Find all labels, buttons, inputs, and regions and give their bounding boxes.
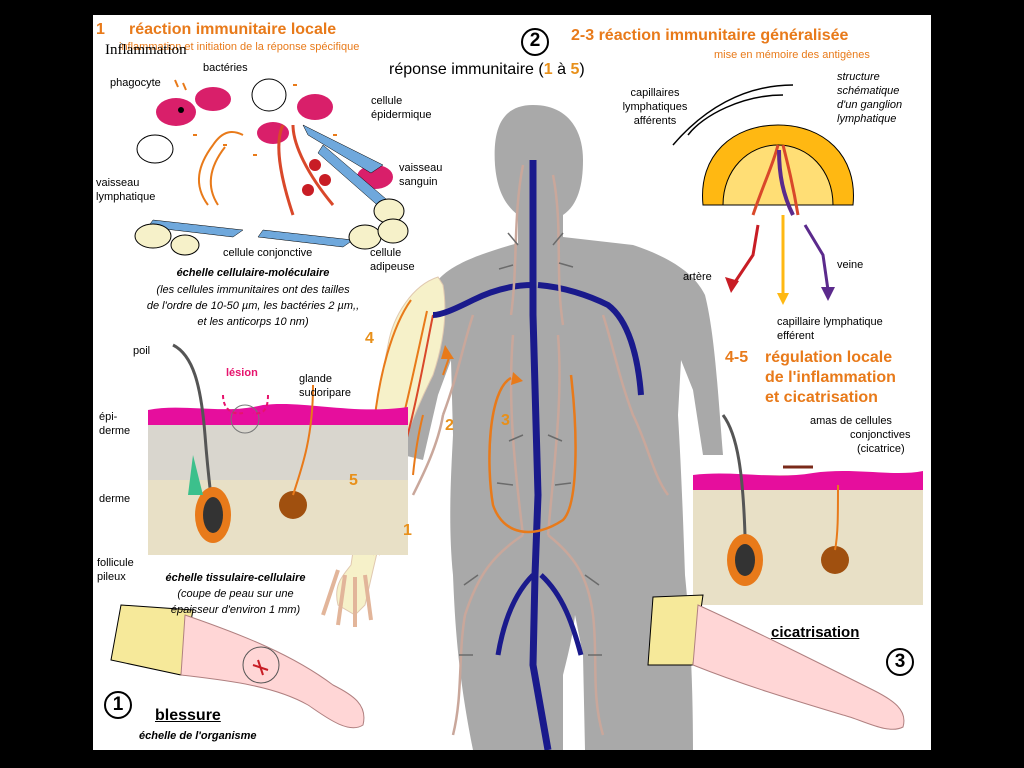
label-cellule-epidermique-2: épidermique: [371, 109, 432, 121]
arrow-label-2: 2: [445, 417, 454, 434]
center-title-b: 5: [570, 61, 580, 78]
label-cellule-epidermique-1: cellule: [371, 95, 403, 107]
label-structure-2: schématique: [837, 85, 900, 97]
label-artere: artère: [683, 271, 712, 283]
cellular-scene: [134, 78, 409, 256]
marker-3: 3: [894, 651, 906, 672]
panel2-subheading: mise en mémoire des antigènes: [714, 49, 870, 61]
label-lesion: lésion: [226, 367, 258, 379]
label-phagocyte: phagocyte: [110, 77, 161, 89]
label-derme: derme: [99, 493, 131, 505]
center-title-prefix: réponse immunitaire (: [389, 61, 544, 78]
label-glande-2: sudoripare: [299, 387, 351, 399]
center-title-suffix: ): [579, 61, 585, 78]
skin-section-3: [693, 414, 923, 605]
label-cicatrisation: cicatrisation: [771, 624, 860, 641]
label-vaisseau-lymphatique-2: lymphatique: [96, 191, 156, 203]
label-afferents-2: lymphatiques: [622, 101, 688, 113]
panel3-heading-3: et cicatrisation: [765, 389, 878, 406]
arm-healed: [647, 594, 905, 730]
cell-scale-note-1: (les cellules immunitaires ont des taill…: [156, 284, 350, 296]
label-amas-2: conjonctives: [850, 429, 911, 441]
label-structure-4: lymphatique: [837, 113, 897, 125]
marker-1: 1: [112, 694, 124, 715]
label-follicule-2: pileux: [97, 571, 126, 583]
center-title-a: 1: [543, 61, 553, 78]
body-silhouette: [403, 105, 723, 750]
tissue-scale-note-2: épaisseur d'environ 1 mm): [170, 604, 301, 616]
panel1-step: 1: [96, 21, 105, 38]
skin-section-1: [148, 343, 408, 555]
cell-scale-note-2: de l'ordre de 10-50 µm, les bactéries 2 …: [146, 300, 360, 312]
label-follicule-1: follicule: [97, 557, 134, 569]
label-vaisseau-lymphatique-1: vaisseau: [96, 177, 140, 189]
diagram-artwork: [104, 28, 923, 750]
label-amas-3: (cicatrice): [857, 443, 905, 455]
lymph-node: [672, 84, 854, 305]
panel3-step: 4-5: [725, 349, 749, 366]
marker-2: 2: [529, 30, 541, 51]
panel1-subheading: inflammation et initiation de la réponse…: [119, 41, 360, 53]
center-title: réponse immunitaire (1 à 5): [389, 61, 585, 79]
label-efferent-1: capillaire lymphatique: [777, 316, 883, 328]
arrow-label-1: 1: [403, 522, 412, 539]
label-blessure: blessure: [155, 707, 221, 724]
label-vaisseau-sanguin-1: vaisseau: [399, 162, 443, 174]
label-veine: veine: [837, 259, 864, 271]
arrow-label-3: 3: [501, 412, 510, 429]
vessel-network: [411, 160, 670, 750]
label-poil: poil: [133, 345, 151, 357]
diagram-canvas: 1 réaction immunitaire locale inflammati…: [93, 15, 931, 750]
label-structure-1: structure: [837, 71, 880, 83]
panel3-heading-2: de l'inflammation: [765, 369, 896, 386]
panel3-heading-1: régulation locale: [765, 349, 893, 366]
arrow-label-4: 4: [365, 330, 374, 347]
label-afferents-1: capillaires: [630, 87, 680, 99]
label-vaisseau-sanguin-2: sanguin: [399, 176, 438, 188]
label-amas-1: amas de cellules: [810, 415, 892, 427]
tissue-scale-note-1: (coupe de peau sur une: [177, 588, 294, 600]
label-cellule-adipeuse-2: adipeuse: [370, 261, 415, 273]
label-structure-3: d'un ganglion: [837, 99, 903, 111]
label-cellule-adipeuse-1: cellule: [370, 247, 402, 259]
label-efferent-2: efférent: [777, 330, 815, 342]
label-bacteries: bactéries: [203, 62, 248, 74]
inflammation-stamp: Inflammation: [105, 42, 187, 58]
arrow-label-5: 5: [349, 472, 358, 489]
label-cellule-conjonctive: cellule conjonctive: [223, 247, 313, 259]
label-glande-1: glande: [299, 373, 333, 385]
organism-scale: échelle de l'organisme: [139, 730, 257, 742]
cell-scale-title: échelle cellulaire-moléculaire: [176, 267, 330, 279]
label-afferents-3: afférents: [633, 115, 677, 127]
center-title-mid: à: [552, 61, 571, 78]
label-epiderme-2: derme: [99, 425, 131, 437]
panel1-heading: réaction immunitaire locale: [129, 21, 337, 38]
arm-injury: [110, 604, 365, 729]
label-epiderme-1: épi-: [99, 411, 118, 423]
tissue-scale-title: échelle tissulaire-cellulaire: [165, 572, 306, 584]
panel2-heading: 2-3 réaction immunitaire généralisée: [571, 27, 849, 44]
cell-scale-note-3: et les anticorps 10 nm): [197, 316, 309, 328]
